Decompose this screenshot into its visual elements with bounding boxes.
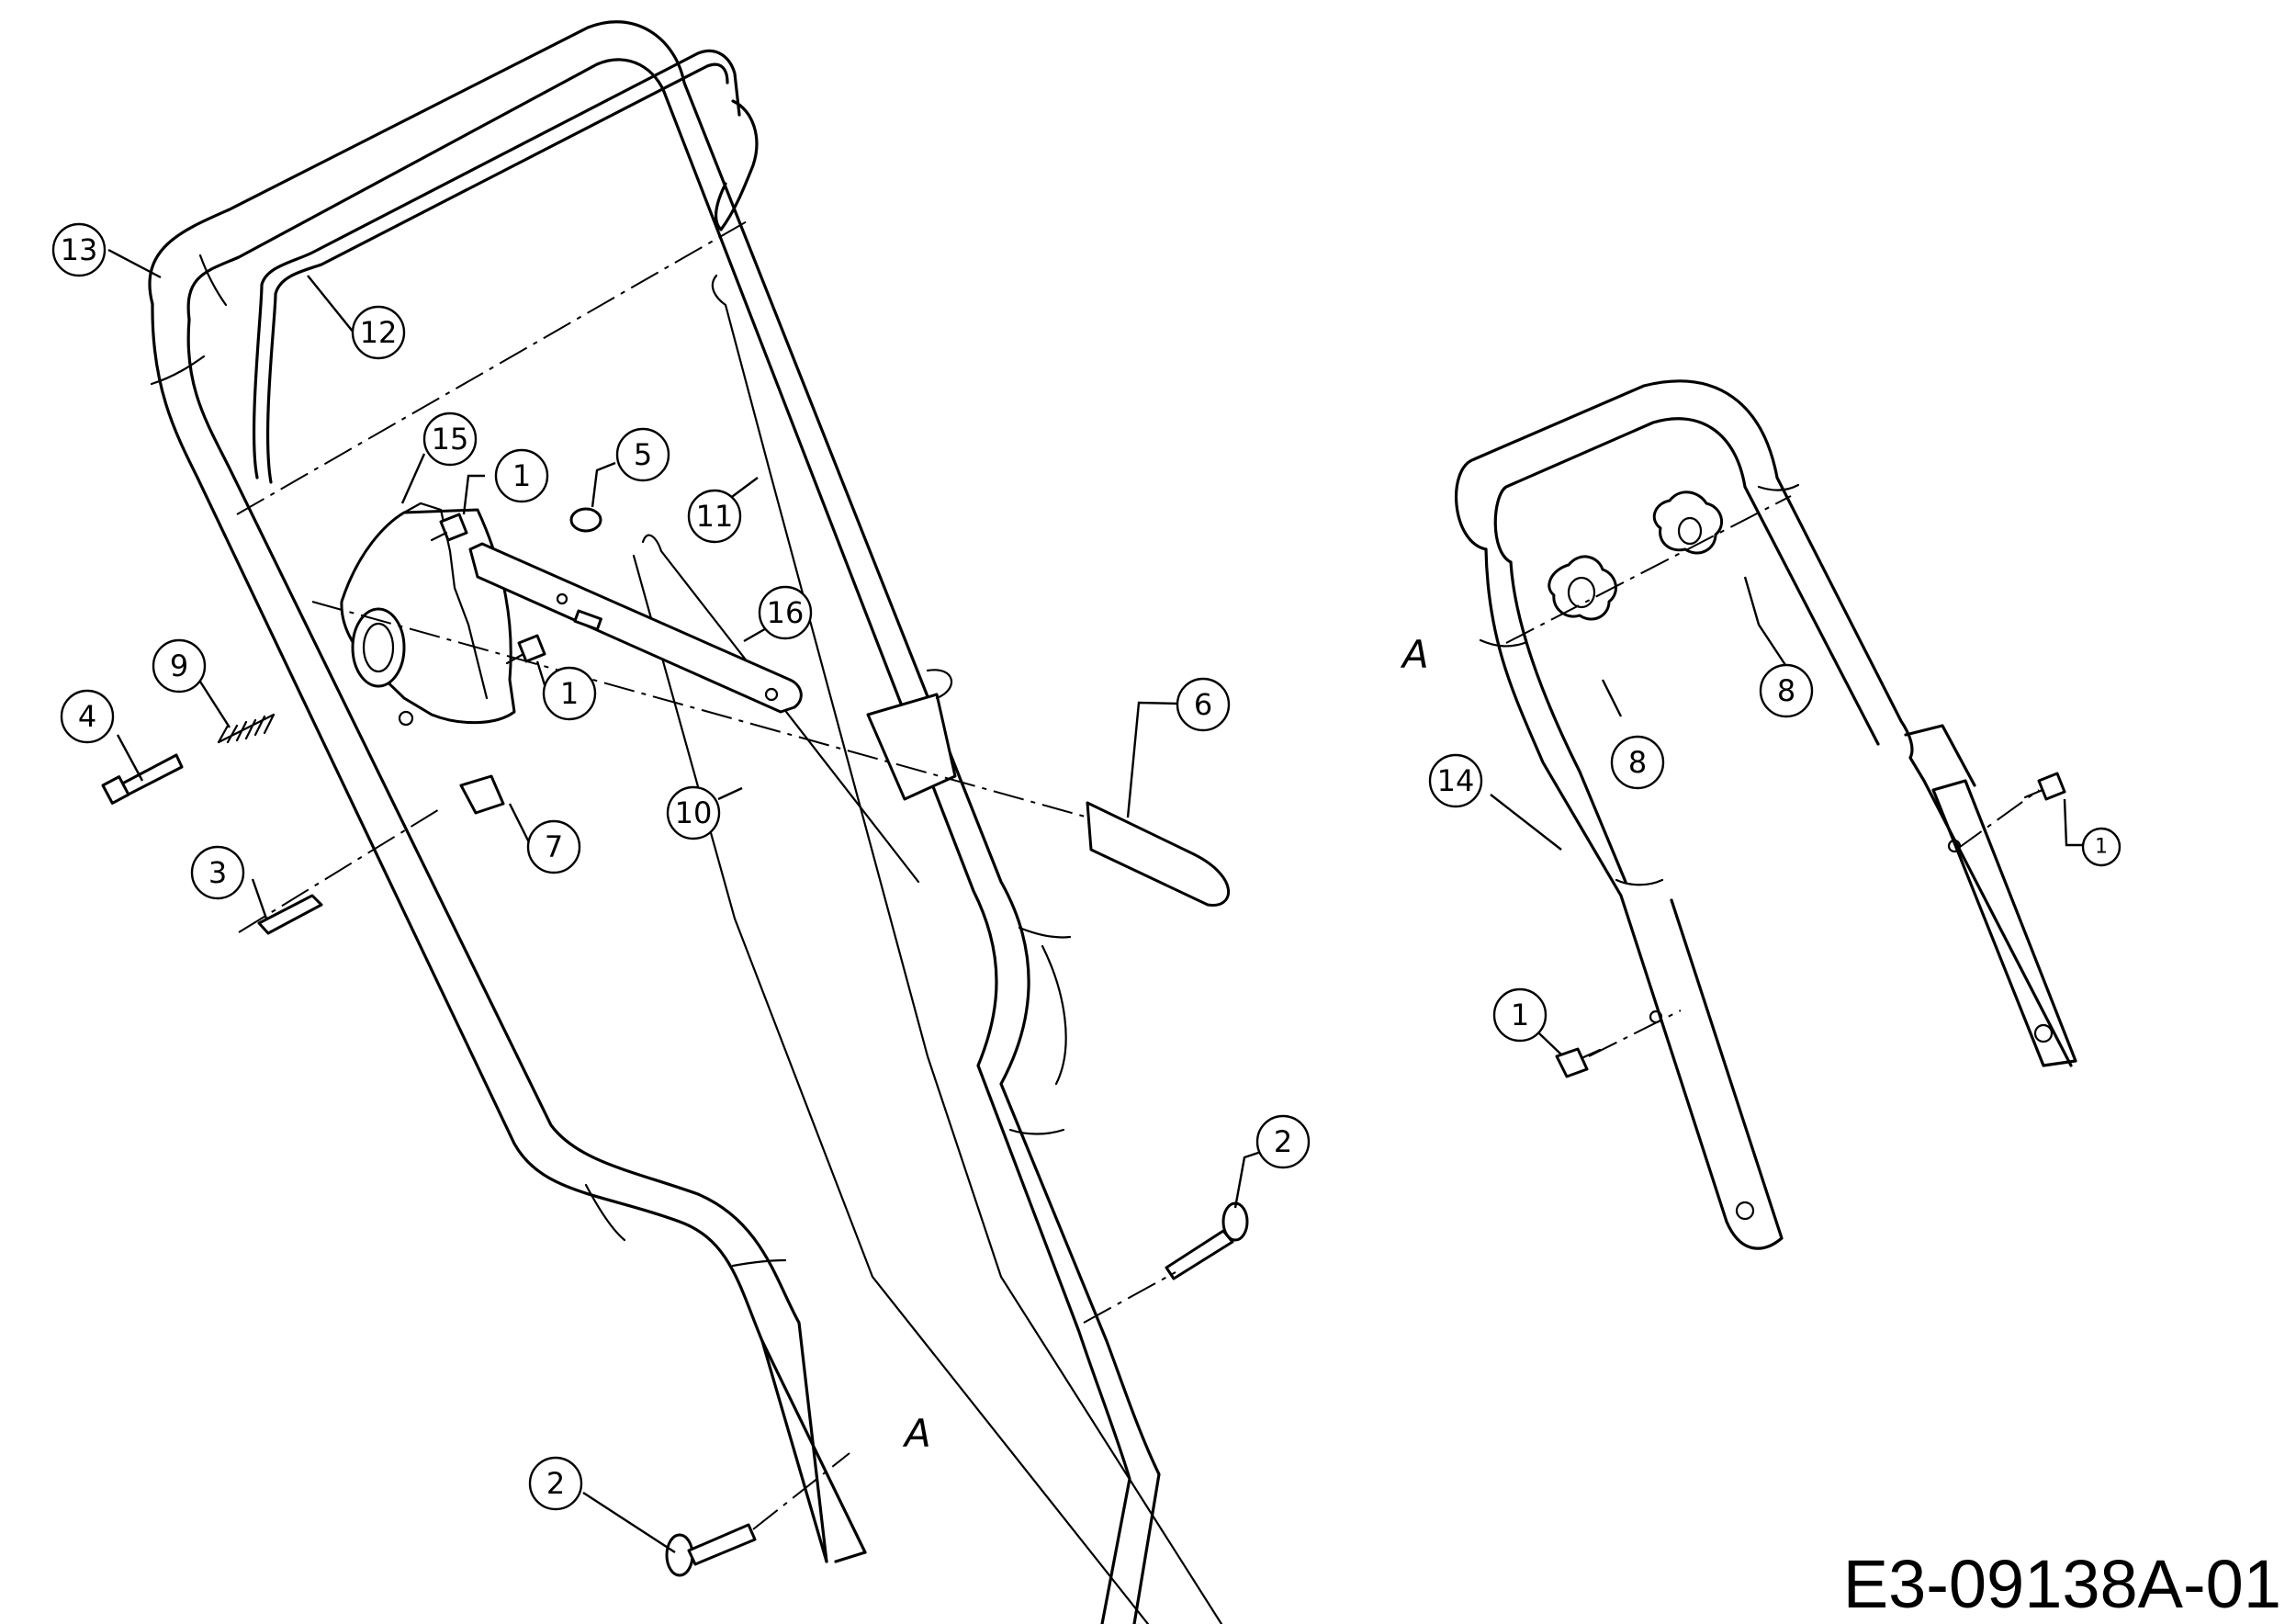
ratchet-housing [340, 502, 516, 727]
svg-text:9: 9 [170, 648, 188, 683]
callout-3: 3 [190, 845, 245, 900]
callout-2-lower: 2 [528, 1456, 583, 1511]
callout-7: 7 [526, 819, 581, 874]
svg-text:8: 8 [1777, 673, 1795, 708]
bail-bar [252, 49, 759, 484]
svg-text:2: 2 [1274, 1124, 1292, 1159]
grip-pad [1086, 801, 1230, 907]
svg-text:12: 12 [360, 315, 398, 350]
callout-15: 15 [422, 412, 478, 467]
svg-text:3: 3 [208, 855, 227, 890]
svg-text:15: 15 [432, 422, 469, 457]
leader-lines [107, 248, 2085, 1554]
upper-handle [148, 20, 1161, 1624]
svg-text:14: 14 [1437, 763, 1475, 798]
latch-bracket [866, 669, 957, 801]
view-marker-a-upper: A [902, 1411, 931, 1456]
svg-text:6: 6 [1194, 687, 1212, 722]
view-marker-a-lower: A [1400, 632, 1429, 677]
svg-text:11: 11 [696, 499, 734, 534]
control-cables [632, 274, 1223, 1624]
svg-text:2: 2 [546, 1466, 565, 1501]
callout-1-upper: 1 [494, 448, 549, 503]
callout-4: 4 [60, 689, 115, 744]
svg-text:4: 4 [78, 699, 96, 734]
svg-text:5: 5 [634, 437, 652, 472]
callout-9: 9 [152, 638, 207, 694]
callout-1-lever: 1 [542, 666, 597, 721]
callout-1-bottom: 1 [1492, 987, 1548, 1043]
callout-10: 10 [666, 785, 721, 840]
svg-text:7: 7 [545, 829, 563, 864]
callout-2-right: 2 [1255, 1114, 1311, 1169]
svg-text:16: 16 [767, 595, 805, 630]
callout-8-left: 8 [1610, 735, 1665, 790]
callout-16: 16 [758, 585, 813, 640]
lever-plate [468, 542, 803, 714]
callout-11: 11 [687, 489, 742, 544]
callout-12: 12 [351, 305, 406, 360]
svg-text:13: 13 [61, 232, 98, 267]
svg-text:1: 1 [1511, 998, 1529, 1032]
callout-1-right: 1 [2081, 827, 2122, 867]
svg-text:10: 10 [675, 795, 713, 830]
drawing-id: E3-09138A-01 [1842, 1546, 2281, 1622]
lower-handle [1455, 379, 2077, 1250]
callout-13: 13 [51, 222, 107, 277]
svg-text:1: 1 [560, 676, 579, 711]
svg-text:1: 1 [2095, 836, 2108, 859]
svg-text:1: 1 [512, 458, 531, 493]
callout-6: 6 [1176, 677, 1231, 732]
svg-text:8: 8 [1628, 745, 1647, 780]
callout-14: 14 [1428, 753, 1483, 808]
center-lines [236, 220, 2040, 1530]
callout-8-right: 8 [1759, 663, 1814, 718]
callout-5: 5 [615, 427, 670, 482]
